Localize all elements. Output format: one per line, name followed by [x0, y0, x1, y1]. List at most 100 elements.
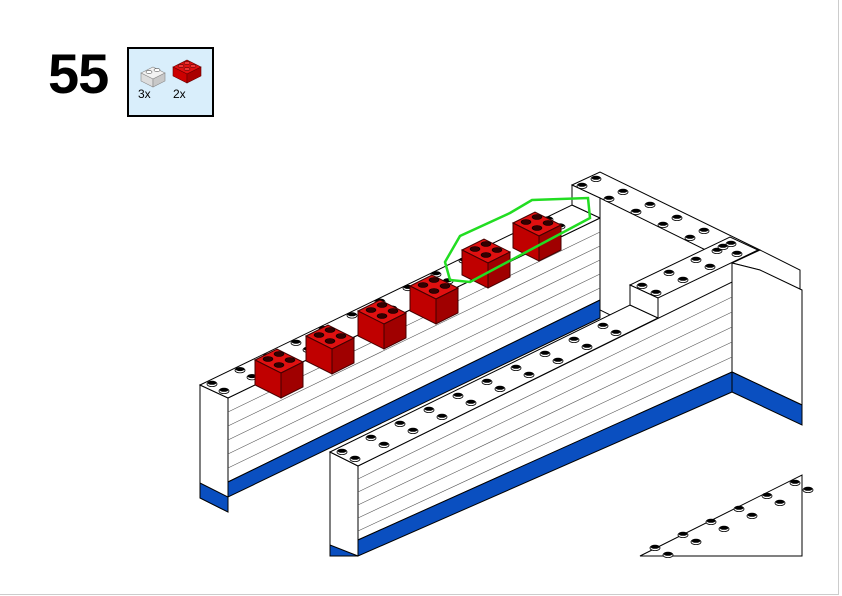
- part-quantity: 2x: [173, 87, 186, 101]
- stud-top: [691, 538, 701, 543]
- red-brick-front: [331, 337, 355, 375]
- stud-top: [734, 505, 744, 510]
- stud-top: [569, 336, 579, 341]
- red-brick-front: [383, 312, 407, 350]
- stud-top: [719, 525, 729, 530]
- mortar-line: [227, 287, 601, 469]
- red-stud: [531, 214, 543, 220]
- mortar-line: [227, 273, 601, 455]
- stud-top: [718, 243, 728, 248]
- stud-top: [664, 269, 674, 274]
- stud-top: [408, 427, 418, 432]
- new-parts-highlight: [443, 196, 592, 284]
- parts-list-callout: 3x 2x: [127, 47, 214, 117]
- stud-top: [663, 551, 673, 556]
- red-stud: [480, 241, 492, 247]
- part-quantity: 3x: [138, 87, 151, 101]
- stud-top: [247, 374, 257, 379]
- red-stud: [335, 333, 347, 339]
- stud-top: [366, 434, 376, 439]
- inner-wall: [328, 236, 803, 557]
- stud-top: [803, 486, 813, 491]
- red-brick-2x2-icon: [172, 59, 202, 84]
- red-stud: [313, 332, 325, 338]
- red-stud: [284, 357, 296, 363]
- stud-top: [732, 250, 742, 255]
- red-stud: [542, 220, 554, 226]
- stud-top: [685, 234, 695, 239]
- red-stud: [428, 277, 440, 283]
- stud-top: [582, 343, 592, 348]
- stud-top: [604, 195, 614, 200]
- stud-top: [424, 406, 434, 411]
- red-stud: [480, 252, 492, 258]
- stud-top: [495, 385, 505, 390]
- stud-top: [651, 289, 661, 294]
- stud-top: [762, 492, 772, 497]
- red-stud: [262, 356, 274, 362]
- stud-top: [437, 413, 447, 418]
- mortar-line: [227, 259, 601, 441]
- stud-top: [618, 188, 628, 193]
- step-number: 55: [48, 42, 109, 105]
- stud-top: [678, 276, 688, 281]
- red-stud: [376, 302, 388, 308]
- stud-top: [747, 512, 757, 517]
- stud-top: [577, 182, 587, 187]
- stud-top: [637, 282, 647, 287]
- red-brick-front: [487, 251, 511, 289]
- stud-top: [379, 441, 389, 446]
- red-stud: [491, 247, 503, 253]
- red-stud: [531, 225, 543, 231]
- red-brick-front: [435, 287, 459, 325]
- stud-top: [466, 399, 476, 404]
- stud-top: [598, 322, 608, 327]
- red-stud: [273, 362, 285, 368]
- stud-top: [219, 387, 229, 392]
- stud-top: [775, 499, 785, 504]
- stud-top: [350, 455, 360, 460]
- stud-top: [631, 208, 641, 213]
- red-stud: [439, 283, 451, 289]
- stud-top: [453, 392, 463, 397]
- stud-top: [337, 448, 347, 453]
- mortar-line: [357, 311, 733, 493]
- stud-top: [553, 357, 563, 362]
- red-stud: [520, 219, 532, 225]
- red-stud: [273, 351, 285, 357]
- mortar-line: [357, 326, 733, 506]
- stud-top: [650, 544, 660, 549]
- stud-top: [611, 329, 621, 334]
- stud-top: [207, 380, 217, 385]
- stud-top: [699, 227, 709, 232]
- stud-top: [482, 378, 492, 383]
- white-brick-1x2-icon: [140, 66, 166, 88]
- red-brick-front: [280, 361, 304, 399]
- stud-top: [395, 420, 405, 425]
- red-stud: [417, 282, 429, 288]
- stud-top: [645, 201, 655, 206]
- stud-top: [591, 175, 601, 180]
- stud-top: [790, 479, 800, 484]
- stud-top: [658, 221, 668, 226]
- stud-top: [431, 271, 441, 276]
- mortar-line: [357, 341, 733, 519]
- stud-top: [540, 350, 550, 355]
- stud-top: [347, 312, 357, 317]
- stud-top: [235, 367, 245, 372]
- stud-top: [726, 240, 736, 245]
- parts-icons: [140, 59, 202, 88]
- stud-top: [672, 214, 682, 219]
- stud-top: [511, 364, 521, 369]
- mortar-line: [357, 296, 733, 480]
- red-stud: [365, 307, 377, 313]
- stud-top: [524, 371, 534, 376]
- stud-top: [706, 518, 716, 523]
- red-bricks: [253, 211, 563, 399]
- stud-top: [691, 256, 701, 261]
- mortar-line: [227, 245, 601, 427]
- red-stud: [324, 338, 336, 344]
- stud-top: [678, 531, 688, 536]
